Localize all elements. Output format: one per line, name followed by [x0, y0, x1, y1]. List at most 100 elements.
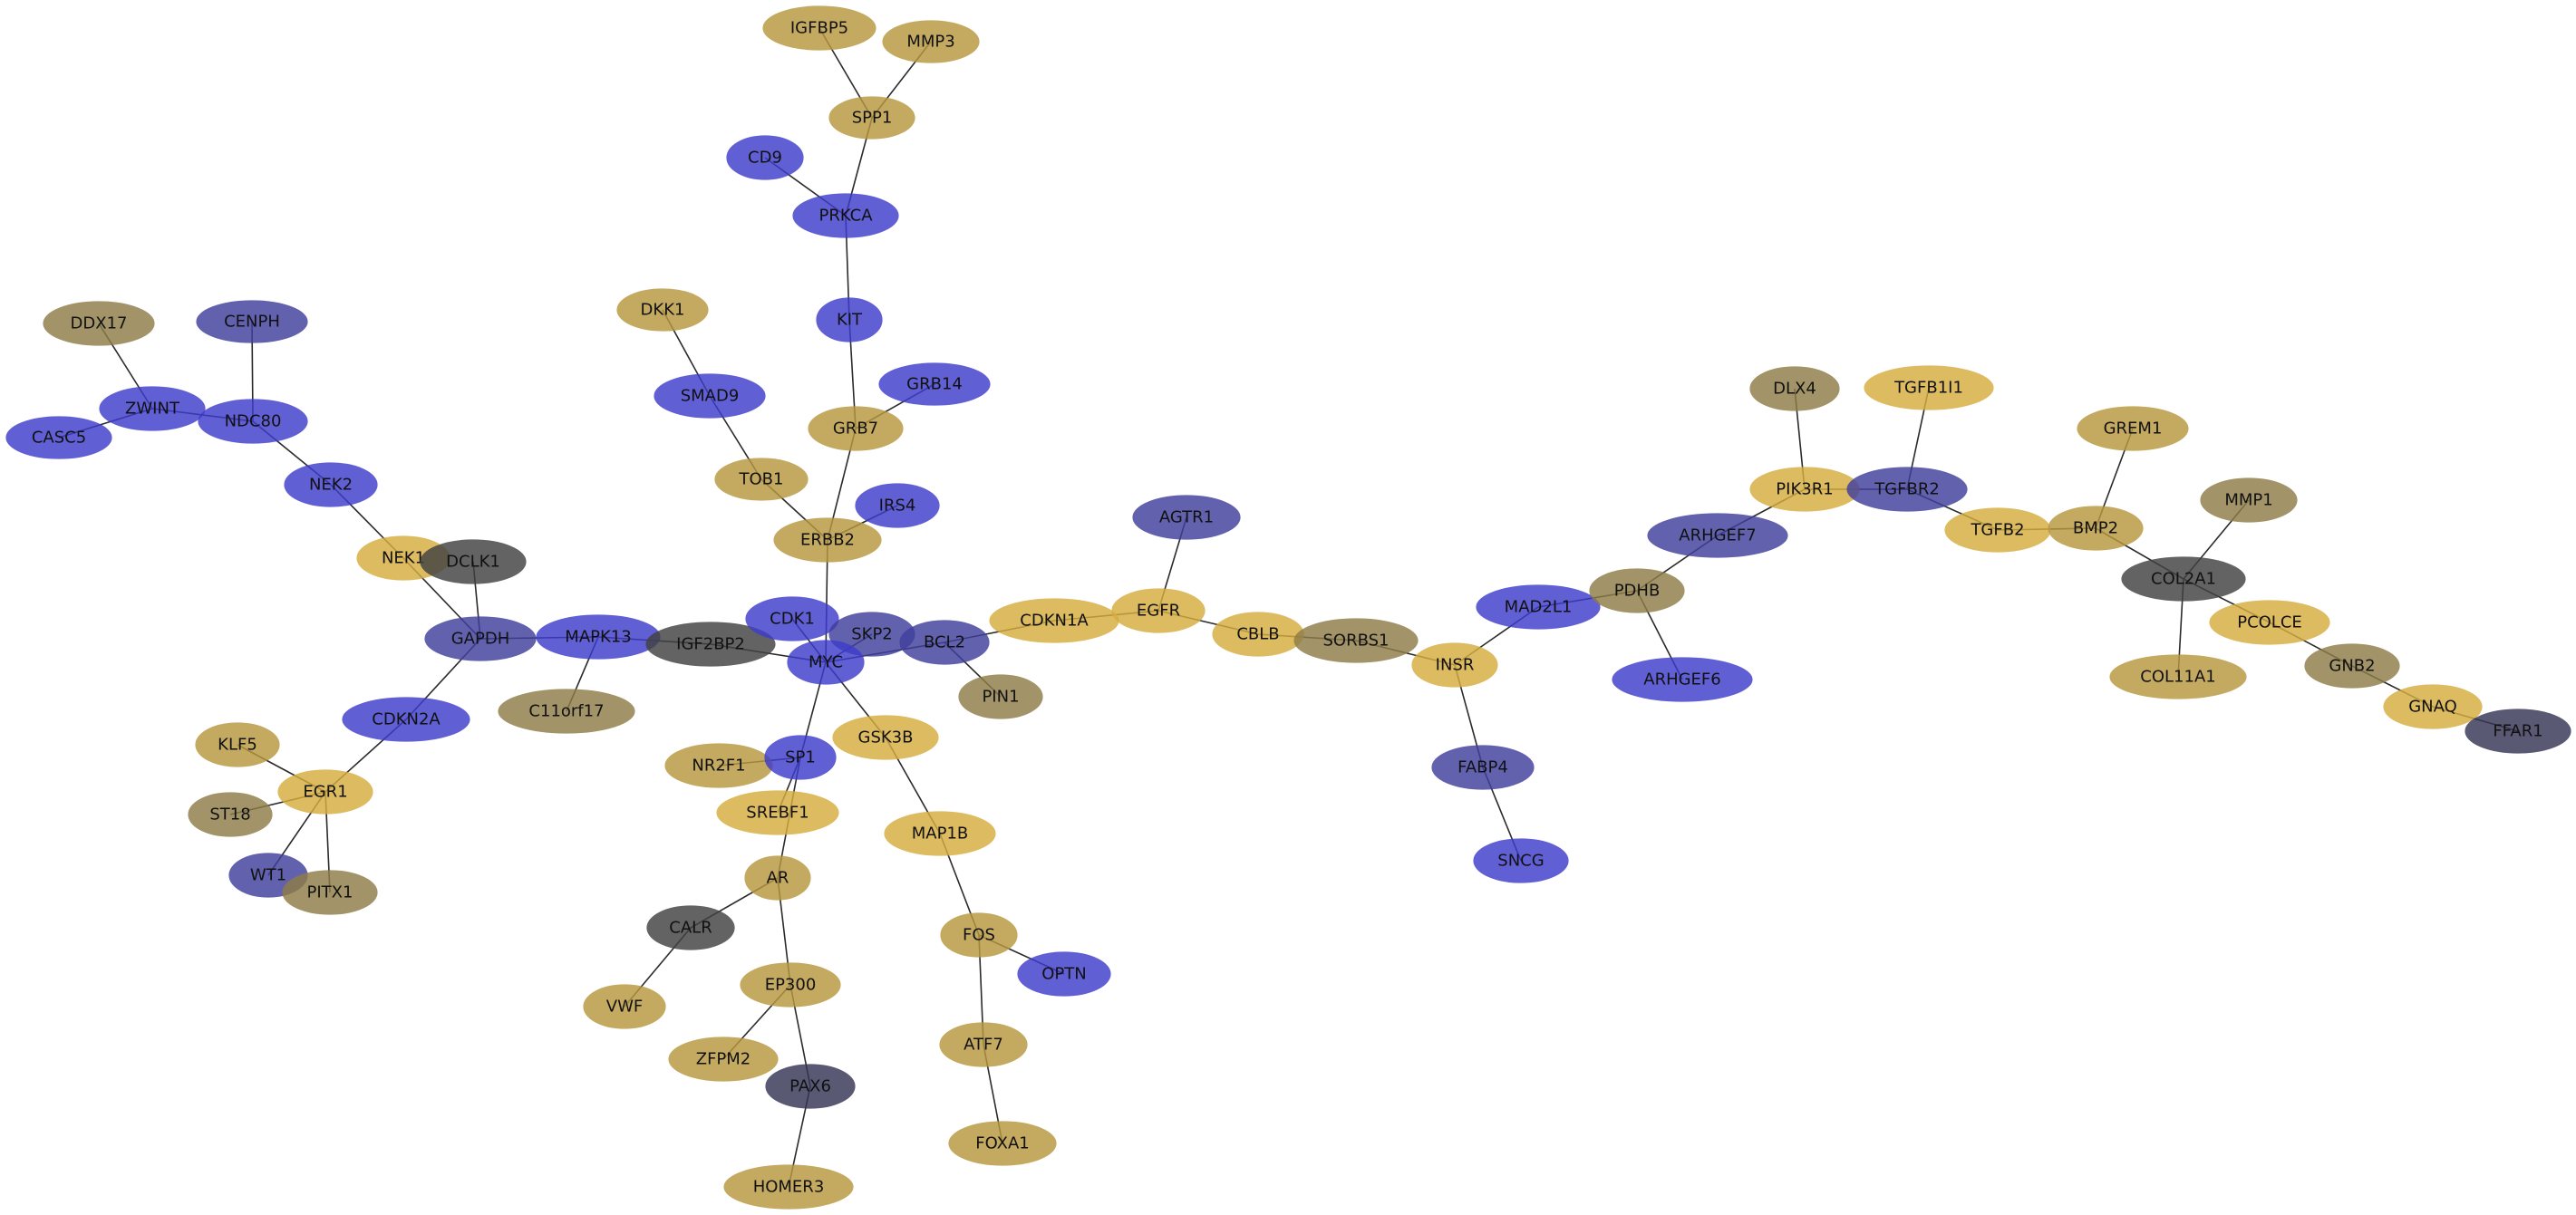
node-st18[interactable]: ST18	[188, 792, 273, 837]
node-egfr[interactable]: EGFR	[1111, 588, 1206, 633]
node-calr[interactable]: CALR	[646, 905, 735, 950]
node-shape	[583, 984, 666, 1029]
node-egr1[interactable]: EGR1	[277, 769, 373, 815]
node-fos[interactable]: FOS	[940, 912, 1018, 958]
node-spp1[interactable]: SPP1	[828, 96, 915, 140]
node-label: CDK1	[770, 610, 815, 629]
node-label: ERBB2	[800, 531, 855, 550]
node-tgfb2[interactable]: TGFB2	[1944, 507, 2051, 553]
node-grb7[interactable]: GRB7	[808, 406, 904, 451]
node-shape	[792, 193, 899, 238]
node-label: SORBS1	[1322, 632, 1389, 651]
node-shape	[2121, 556, 2246, 602]
node-label: SNCG	[1497, 852, 1544, 871]
node-ddx17[interactable]: DDX17	[43, 301, 155, 346]
node-prkca[interactable]: PRKCA	[792, 193, 899, 238]
node-fabp4[interactable]: FABP4	[1431, 745, 1535, 790]
node-label: FOXA1	[975, 1134, 1029, 1153]
node-gsk3b[interactable]: GSK3B	[832, 715, 939, 760]
node-ffar1[interactable]: FFAR1	[2465, 709, 2571, 754]
node-insr[interactable]: INSR	[1411, 642, 1498, 688]
node-mad2l1[interactable]: MAD2L1	[1476, 584, 1601, 630]
node-col2a1[interactable]: COL2A1	[2121, 556, 2246, 602]
node-label: DKK1	[641, 301, 685, 320]
node-shape	[1473, 838, 1569, 883]
node-optn[interactable]: OPTN	[1017, 951, 1111, 997]
node-gnb2[interactable]: GNB2	[2304, 643, 2400, 689]
node-nek2[interactable]: NEK2	[284, 462, 378, 507]
node-pik3r1[interactable]: PIK3R1	[1749, 467, 1860, 512]
node-myc[interactable]: MYC	[787, 640, 865, 685]
node-map1b[interactable]: MAP1B	[884, 811, 996, 856]
node-pdhb[interactable]: PDHB	[1589, 568, 1685, 613]
node-pin1[interactable]: PIN1	[958, 674, 1043, 719]
node-atf7[interactable]: ATF7	[939, 1022, 1028, 1067]
node-nr2f1[interactable]: NR2F1	[664, 743, 773, 788]
node-vwf[interactable]: VWF	[583, 984, 666, 1029]
node-igfbp5[interactable]: IGFBP5	[762, 5, 876, 51]
node-grem1[interactable]: GREM1	[2077, 406, 2189, 451]
node-label: PRKCA	[818, 207, 873, 226]
node-label: CD9	[748, 149, 782, 168]
node-ar[interactable]: AR	[744, 855, 811, 901]
node-shape	[878, 362, 991, 406]
node-cdk1[interactable]: CDK1	[745, 596, 839, 641]
node-tob1[interactable]: TOB1	[714, 458, 809, 501]
node-smad9[interactable]: SMAD9	[654, 373, 766, 419]
node-sp1[interactable]: SP1	[764, 735, 837, 780]
node-c11orf17[interactable]: C11orf17	[498, 689, 635, 734]
node-ndc80[interactable]: NDC80	[198, 399, 308, 444]
node-ep300[interactable]: EP300	[740, 962, 841, 1008]
node-bcl2[interactable]: BCL2	[899, 620, 990, 665]
node-grb14[interactable]: GRB14	[878, 362, 991, 406]
node-pitx1[interactable]: PITX1	[282, 870, 378, 915]
node-shape	[498, 689, 635, 734]
node-tgfb1i1[interactable]: TGFB1I1	[1864, 365, 1994, 410]
node-cd9[interactable]: CD9	[726, 135, 804, 180]
node-label: ZWINT	[125, 400, 180, 419]
node-zfpm2[interactable]: ZFPM2	[668, 1037, 779, 1082]
node-mmp1[interactable]: MMP1	[2200, 477, 2298, 523]
node-sorbs1[interactable]: SORBS1	[1293, 618, 1419, 663]
node-dlx4[interactable]: DLX4	[1749, 366, 1840, 411]
node-mmp3[interactable]: MMP3	[882, 20, 980, 63]
node-agtr1[interactable]: AGTR1	[1132, 495, 1241, 540]
node-foxa1[interactable]: FOXA1	[948, 1121, 1057, 1166]
node-igf2bp2[interactable]: IGF2BP2	[645, 622, 776, 667]
node-srebf1[interactable]: SREBF1	[716, 790, 839, 835]
node-pcolce[interactable]: PCOLCE	[2209, 600, 2330, 645]
node-shape	[726, 135, 804, 180]
node-cdkn2a[interactable]: CDKN2A	[342, 697, 470, 742]
node-pax6[interactable]: PAX6	[765, 1064, 856, 1109]
node-label: GNB2	[2329, 657, 2375, 676]
node-bmp2[interactable]: BMP2	[2048, 506, 2144, 551]
node-cdkn1a[interactable]: CDKN1A	[989, 598, 1119, 643]
node-label: CDKN1A	[1020, 612, 1089, 631]
node-cenph[interactable]: CENPH	[196, 300, 308, 343]
node-casc5[interactable]: CASC5	[5, 416, 112, 459]
node-shape	[884, 811, 996, 856]
node-mapk13[interactable]: MAPK13	[536, 614, 661, 660]
node-cblb[interactable]: CBLB	[1212, 612, 1304, 657]
node-sncg[interactable]: SNCG	[1473, 838, 1569, 883]
node-tgfbr2[interactable]: TGFBR2	[1846, 467, 1968, 512]
node-zwint[interactable]: ZWINT	[99, 386, 206, 431]
node-shape	[855, 483, 940, 528]
node-gnaq[interactable]: GNAQ	[2383, 684, 2483, 729]
node-dclk1[interactable]: DCLK1	[420, 539, 527, 584]
node-klf5[interactable]: KLF5	[195, 722, 280, 767]
node-label: VWF	[606, 998, 643, 1017]
node-erbb2[interactable]: ERBB2	[773, 517, 882, 563]
node-kit[interactable]: KIT	[816, 297, 883, 342]
node-dkk1[interactable]: DKK1	[616, 288, 709, 332]
node-arhgef7[interactable]: ARHGEF7	[1647, 513, 1788, 558]
node-gapdh[interactable]: GAPDH	[424, 616, 537, 661]
node-shape	[1612, 657, 1753, 702]
node-shape	[1431, 745, 1535, 790]
node-irs4[interactable]: IRS4	[855, 483, 940, 528]
node-shape	[940, 912, 1018, 958]
node-homer3[interactable]: HOMER3	[723, 1164, 854, 1210]
node-col11a1[interactable]: COL11A1	[2109, 654, 2247, 699]
node-label: MMP1	[2224, 491, 2272, 510]
node-arhgef6[interactable]: ARHGEF6	[1612, 657, 1753, 702]
